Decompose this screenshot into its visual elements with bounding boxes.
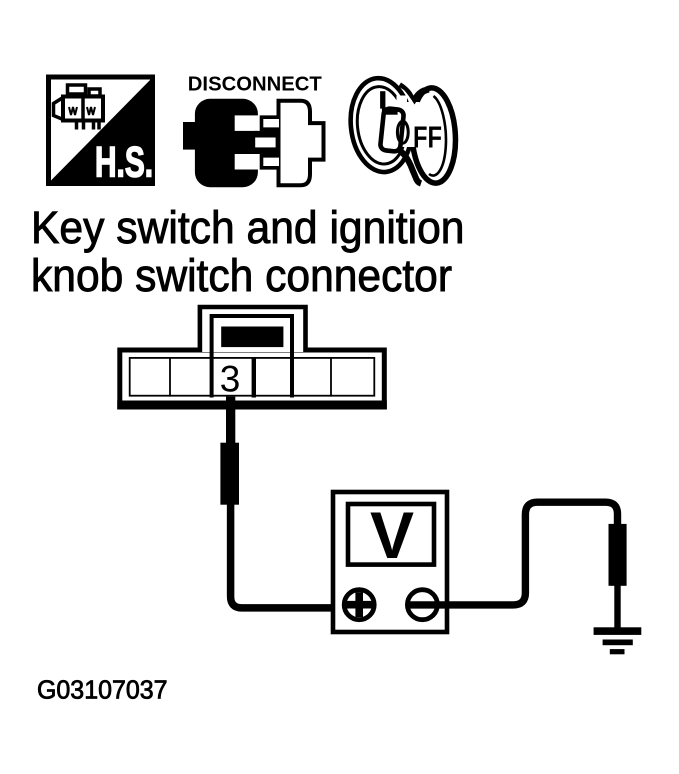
svg-text:knob switch connector: knob switch connector [31, 250, 452, 301]
svg-text:DISCONNECT: DISCONNECT [188, 73, 322, 95]
svg-text:3: 3 [220, 358, 241, 399]
svg-text:G03107037: G03107037 [37, 675, 168, 705]
svg-text:FF: FF [413, 119, 442, 154]
svg-text:Key switch and ignition: Key switch and ignition [31, 202, 465, 253]
svg-text:V: V [370, 498, 414, 572]
svg-text:H.S.: H.S. [95, 139, 153, 187]
